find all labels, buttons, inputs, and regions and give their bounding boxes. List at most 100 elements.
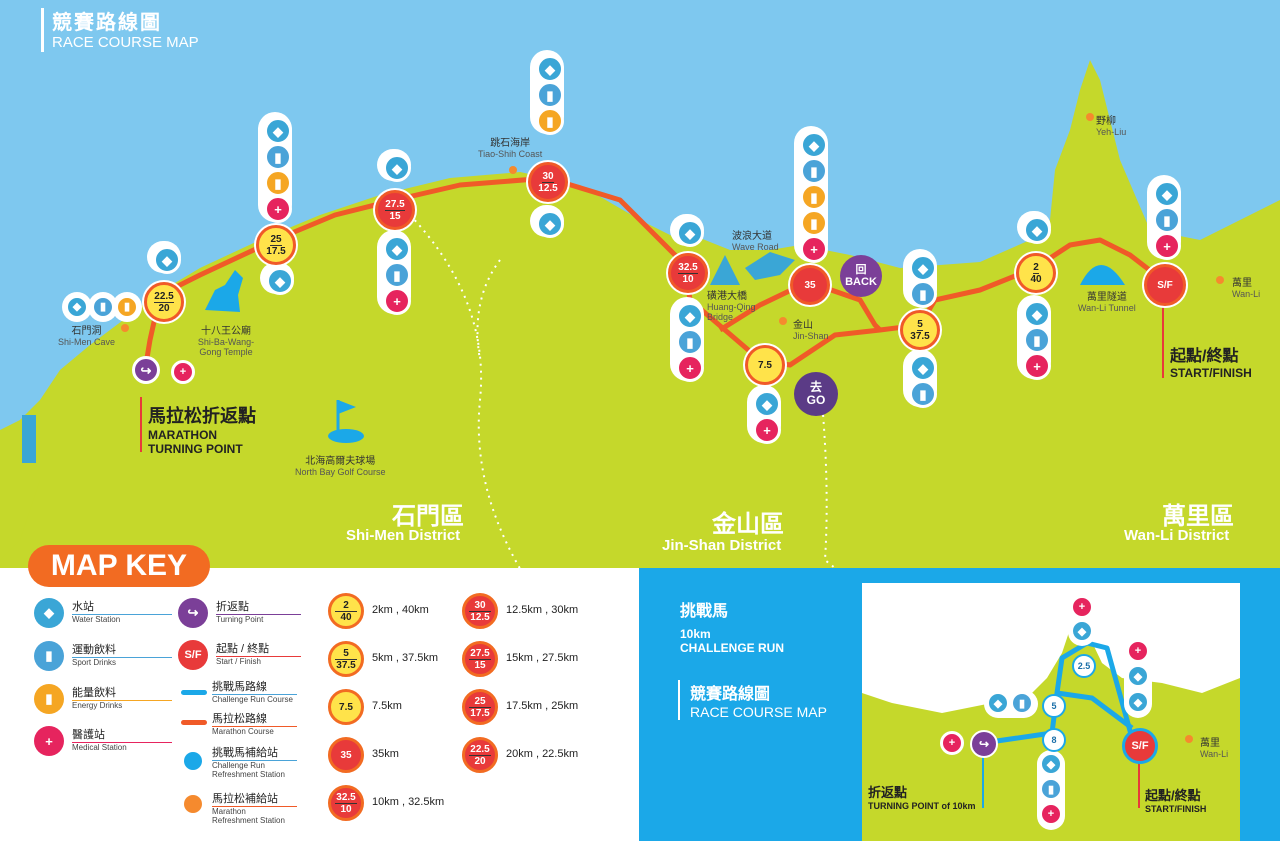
land-area [0, 60, 1280, 568]
key-label-zh: 起點 / 終點 [216, 643, 270, 655]
key-km-label: 2km , 40km [372, 604, 429, 616]
marathon-refreshment-dot [184, 795, 202, 813]
key-underline [72, 700, 172, 701]
challenge-sf-label: 起點/終點 START/FINISH [1145, 788, 1207, 814]
turn-arrow-icon: ↪ [970, 730, 998, 758]
map-title-zh: 競賽路線圖 [52, 12, 162, 34]
start-finish-label: 起點/終點 START/FINISH [1170, 348, 1252, 380]
medical-cross-icon: + [1039, 802, 1063, 826]
water-drop-icon: ◆ [1039, 752, 1063, 776]
key-label-zh: 挑戰馬路線 [212, 681, 267, 693]
water-drop-icon: ◆ [153, 246, 181, 274]
medical-cross-icon: + [1126, 639, 1150, 663]
challenge-map-title: 競賽路線圖 RACE COURSE MAP [678, 680, 827, 720]
turn-arrow-icon: ↪ [178, 598, 208, 628]
sport-drink-icon: ▮ [676, 328, 704, 356]
challenge-km-marker: 5 [1042, 694, 1066, 718]
medical-cross-icon: + [1023, 352, 1051, 380]
key-label-en: Marathon [212, 807, 246, 816]
key-underline [212, 760, 297, 761]
key-underline [212, 806, 297, 807]
district-wan-li-zh: 萬里區 [1162, 503, 1234, 530]
medical-cross-icon: + [753, 416, 781, 444]
district-jin-shan-zh: 金山區 [712, 511, 784, 538]
km-divider [335, 802, 357, 804]
water-drop-icon: ◆ [909, 354, 937, 382]
km-divider [335, 658, 357, 660]
water-drop-icon: ◆ [986, 691, 1010, 715]
water-drop-icon: ◆ [676, 219, 704, 247]
water-drop-icon: ◆ [34, 598, 64, 628]
sport-drink-icon: ▮ [536, 81, 564, 109]
water-drop-icon: ◆ [1023, 216, 1051, 244]
key-label-zh: 挑戰馬補給站 [212, 747, 278, 759]
key-km-marker: 7.5 [328, 689, 364, 725]
water-drop-icon: ◆ [1153, 180, 1181, 208]
wave-road-shape [745, 252, 795, 280]
sport-drink-icon: ▮ [383, 261, 411, 289]
sport-drink-icon: ▮ [34, 641, 64, 671]
water-drop-icon: ◆ [383, 154, 411, 182]
key-label-zh: 馬拉松路線 [212, 713, 267, 725]
km-divider [469, 754, 491, 756]
km-marker-7-5: 7.5 [745, 345, 785, 385]
water-drop-icon: ◆ [1126, 690, 1150, 714]
key-underline [72, 657, 172, 658]
temple-dog-icon [205, 270, 243, 312]
challenge-course-map [862, 603, 1240, 841]
km-marker-35: 35 [790, 265, 830, 305]
km-divider [469, 658, 491, 660]
district-wan-li-en: Wan-Li District [1124, 527, 1230, 544]
key-label-en: Turning Point [216, 615, 264, 624]
medical-cross-icon: + [171, 360, 195, 384]
map-key-title: MAP KEY [28, 545, 210, 587]
water-drop-icon: ◆ [909, 254, 937, 282]
key-km-label: 15km , 27.5km [506, 652, 579, 664]
medical-cross-icon: + [676, 354, 704, 382]
medical-cross-icon: + [1070, 595, 1094, 619]
medical-cross-icon: + [940, 731, 964, 755]
sport-drink-icon: ▮ [1010, 691, 1034, 715]
energy-drink-icon: ▮ [800, 209, 828, 237]
tunnel-icon [1080, 265, 1125, 285]
medical-cross-icon: + [383, 287, 411, 315]
key-label-en: Challenge Run Course [212, 695, 293, 704]
key-underline [72, 614, 172, 615]
key-km-label: 20km , 22.5km [506, 748, 579, 760]
water-drop-icon: ◆ [1126, 664, 1150, 688]
key-label-en: Challenge Run [212, 761, 265, 770]
key-label-zh: 運動飲料 [72, 644, 116, 656]
challenge-turn-label: 折返點 TURNING POINT of 10km [868, 785, 976, 811]
key-label-en: Sport Drinks [72, 658, 117, 667]
key-label-zh: 能量飲料 [72, 687, 116, 699]
key-underline [216, 614, 301, 615]
key-label-zh: 馬拉松補給站 [212, 793, 278, 805]
medical-cross-icon: + [34, 726, 64, 756]
challenge-title: 挑戰馬 10km CHALLENGE RUN [680, 603, 784, 655]
km-divider [469, 610, 491, 612]
lighthouse-icon [22, 415, 36, 463]
sport-drink-icon: ▮ [264, 143, 292, 171]
